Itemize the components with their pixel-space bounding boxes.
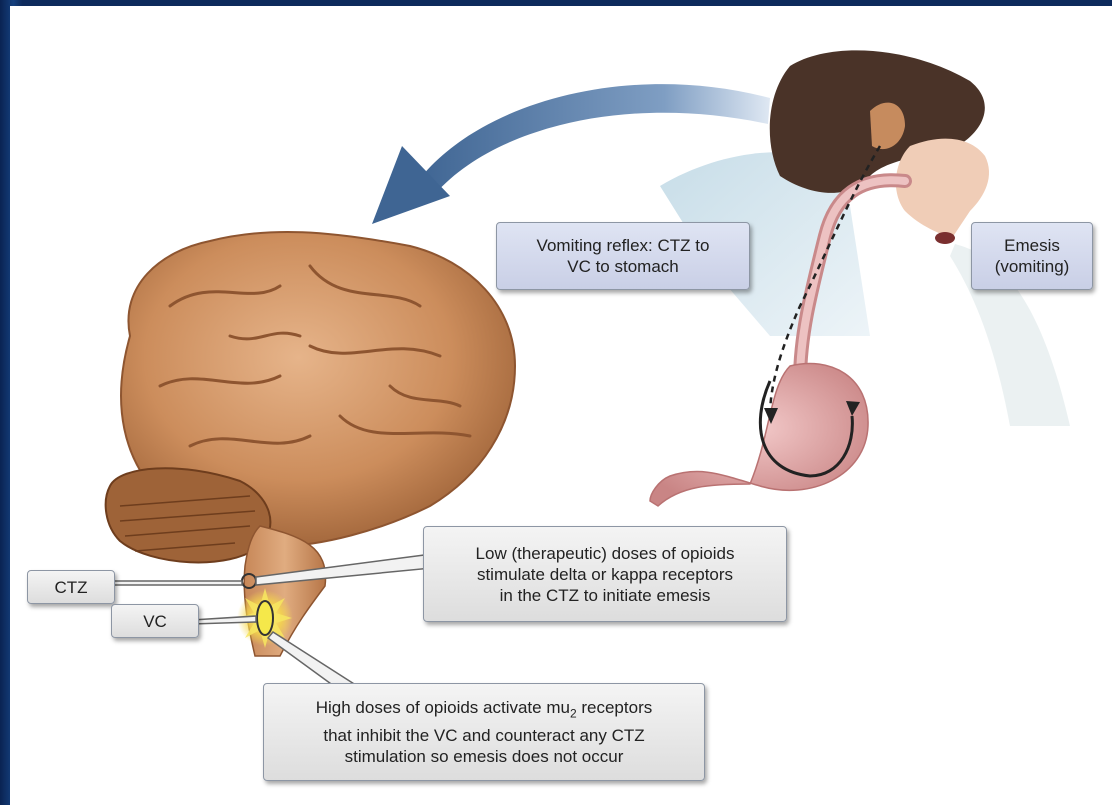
high-dose-line-1-post: receptors <box>577 698 653 717</box>
high-dose-line-1-pre: High doses of opioids activate mu <box>316 698 570 717</box>
high-dose-line-2: that inhibit the VC and counteract any C… <box>323 725 644 746</box>
high-dose-callout: High doses of opioids activate mu2 recep… <box>263 683 705 781</box>
high-dose-line-1: High doses of opioids activate mu2 recep… <box>316 697 652 724</box>
emesis-line-2: (vomiting) <box>995 256 1070 277</box>
vomiting-reflex-line-1: Vomiting reflex: CTZ to <box>537 235 710 256</box>
diagram-panel: Vomiting reflex: CTZ to VC to stomach Em… <box>10 6 1112 805</box>
high-dose-line-3: stimulation so emesis does not occur <box>345 746 624 767</box>
low-dose-callout: Low (therapeutic) doses of opioids stimu… <box>423 526 787 622</box>
low-dose-line-2: stimulate delta or kappa receptors <box>477 564 733 585</box>
vc-label: VC <box>111 604 199 638</box>
ctz-label: CTZ <box>27 570 115 604</box>
emesis-callout: Emesis (vomiting) <box>971 222 1093 290</box>
low-dose-line-3: in the CTZ to initiate emesis <box>500 585 711 606</box>
vomiting-reflex-line-2: VC to stomach <box>567 256 679 277</box>
ctz-label-text: CTZ <box>54 577 87 598</box>
low-dose-line-1: Low (therapeutic) doses of opioids <box>476 543 735 564</box>
high-dose-line-1-sub: 2 <box>570 707 577 721</box>
vc-label-text: VC <box>143 611 167 632</box>
vomiting-reflex-callout: Vomiting reflex: CTZ to VC to stomach <box>496 222 750 290</box>
emesis-line-1: Emesis <box>1004 235 1060 256</box>
